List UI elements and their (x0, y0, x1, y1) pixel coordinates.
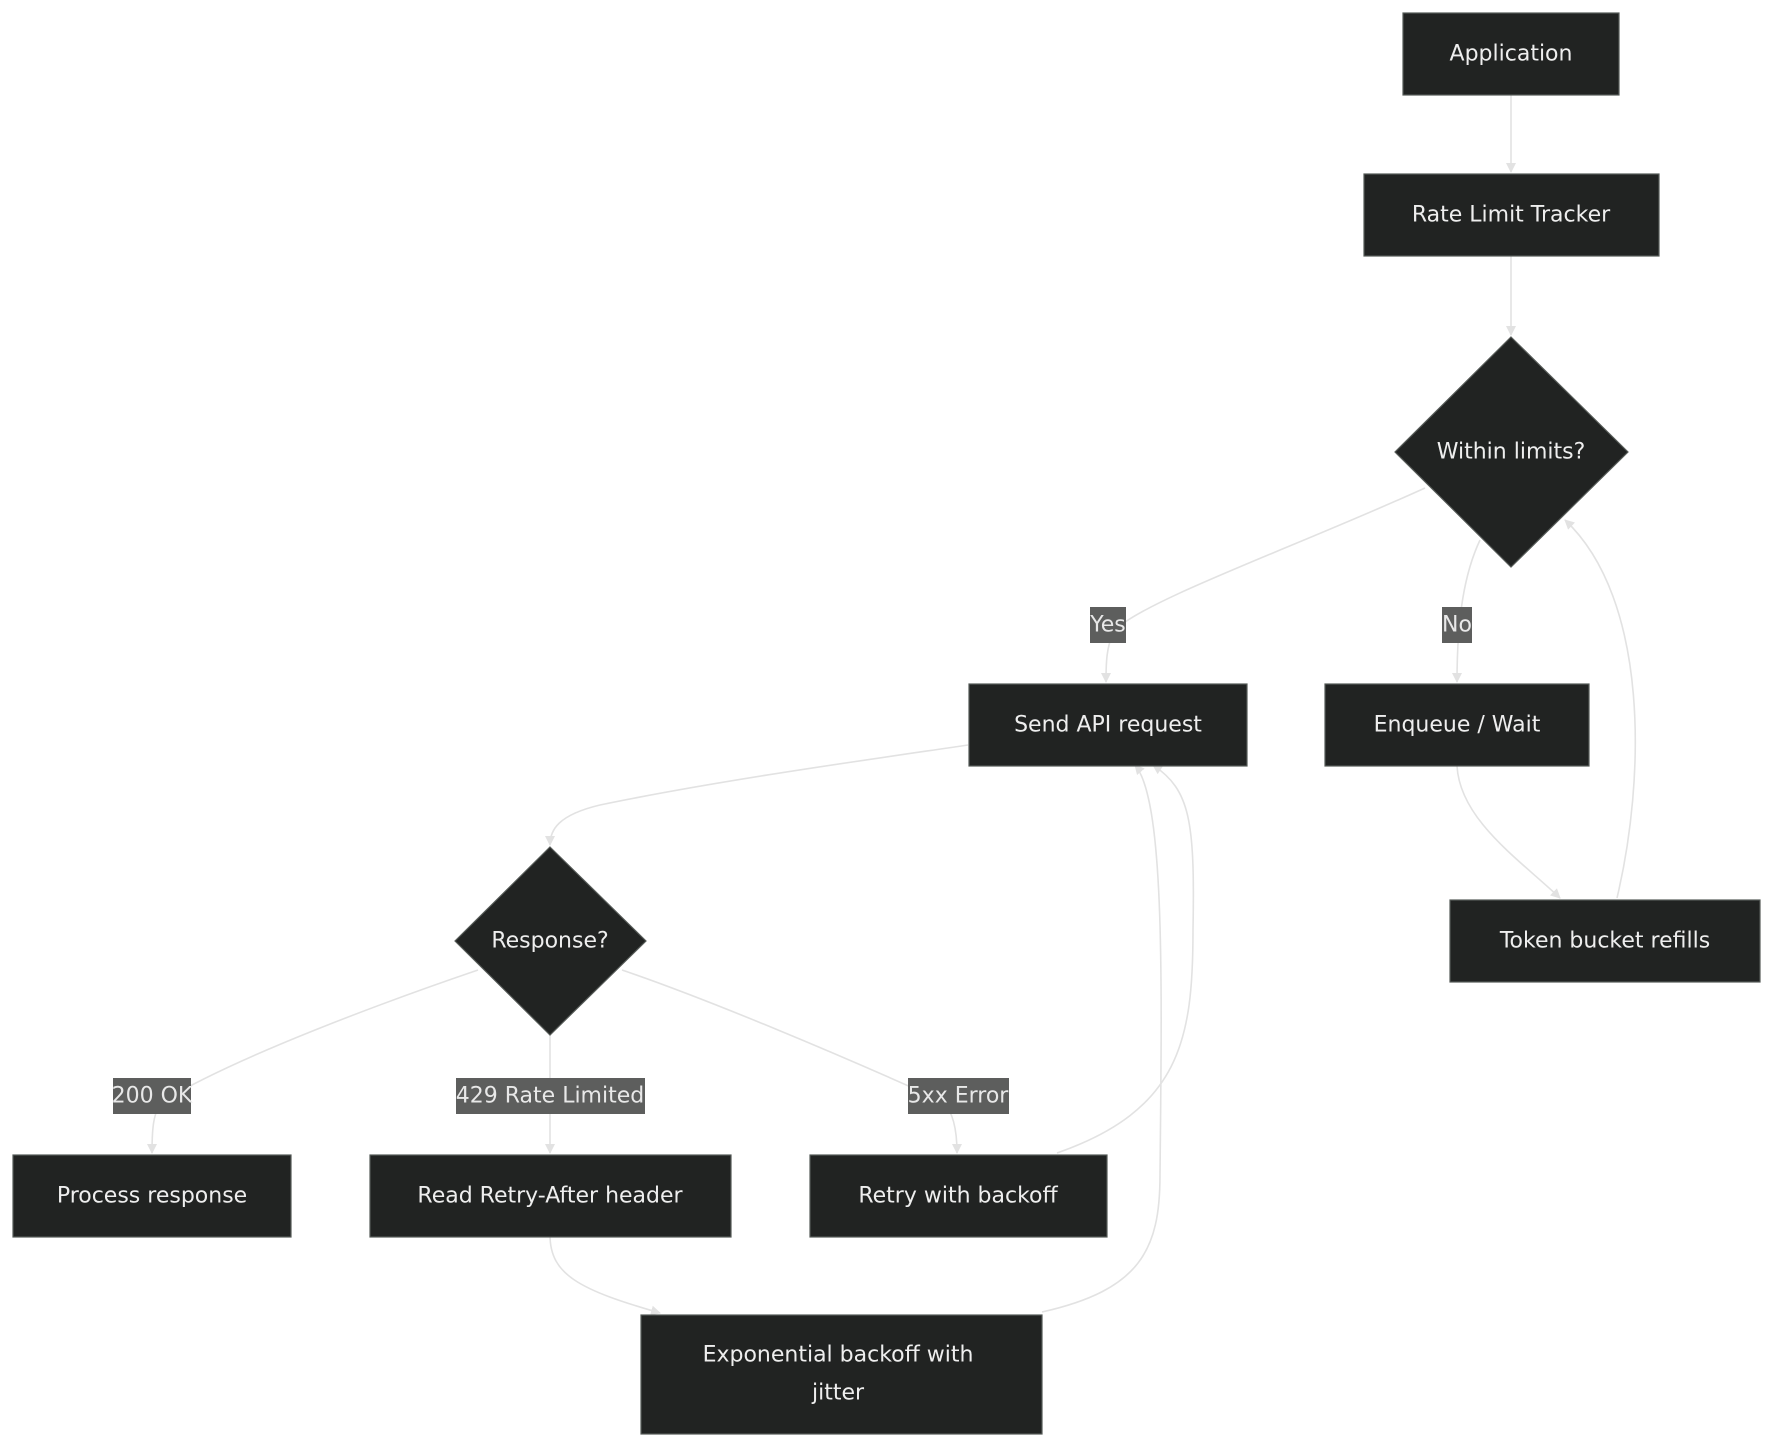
edge-label-200-ok: 200 OK (112, 1084, 193, 1109)
node-response-decision: Response? (454, 846, 647, 1036)
node-retry-with-backoff-label: Retry with backoff (858, 1184, 1058, 1209)
edge-label-yes: Yes (1089, 613, 1126, 638)
node-rate-limit-tracker: Rate Limit Tracker (1363, 173, 1660, 257)
node-read-retry-after-header: Read Retry-After header (369, 1154, 732, 1238)
edge-labels: Yes No 200 OK 429 Rate Limited 5xx Error (112, 607, 1472, 1114)
node-exponential-backoff-label-line2: jitter (811, 1381, 865, 1406)
edge-response-5xx (621, 969, 962, 1154)
edge-read-retry-to-exp-backoff (549, 1234, 661, 1316)
node-exponential-backoff-label-line1: Exponential backoff with (703, 1343, 974, 1368)
node-process-response: Process response (12, 1154, 292, 1238)
node-enqueue-wait-label: Enqueue / Wait (1374, 713, 1541, 738)
edge-label-429-rate-limited: 429 Rate Limited (456, 1084, 644, 1109)
node-application: Application (1402, 12, 1620, 96)
edge-refill-to-within-limits (1564, 519, 1637, 899)
nodes: Application Rate Limit Tracker Within li… (12, 12, 1761, 1435)
edge-within-limits-no (1452, 539, 1481, 683)
node-within-limits-label: Within limits? (1437, 440, 1586, 465)
node-process-response-label: Process response (57, 1184, 247, 1209)
edge-send-to-response (545, 744, 969, 846)
node-within-limits-decision: Within limits? (1394, 336, 1629, 568)
node-token-bucket-refills-label: Token bucket refills (1499, 929, 1710, 954)
edge-label-5xx-error: 5xx Error (908, 1084, 1010, 1109)
node-send-api-request: Send API request (968, 683, 1248, 767)
node-send-api-request-label: Send API request (1014, 713, 1202, 738)
node-token-bucket-refills: Token bucket refills (1449, 899, 1761, 983)
node-retry-with-backoff: Retry with backoff (809, 1154, 1108, 1238)
edge-within-limits-yes (1101, 487, 1426, 683)
edge-label-no: No (1442, 613, 1472, 638)
edge-retry-backoff-to-send (1056, 764, 1195, 1154)
edge-enqueue-to-refill (1456, 765, 1561, 899)
node-response-label: Response? (491, 929, 608, 954)
node-read-retry-after-label: Read Retry-After header (417, 1184, 683, 1209)
node-enqueue-wait: Enqueue / Wait (1324, 683, 1590, 767)
node-application-label: Application (1450, 42, 1573, 67)
node-exponential-backoff: Exponential backoff with jitter (640, 1314, 1043, 1435)
node-rate-limit-tracker-label: Rate Limit Tracker (1412, 203, 1611, 228)
edge-response-200 (147, 969, 479, 1154)
edge-exp-backoff-to-send (1041, 764, 1162, 1313)
edges (147, 95, 1637, 1316)
